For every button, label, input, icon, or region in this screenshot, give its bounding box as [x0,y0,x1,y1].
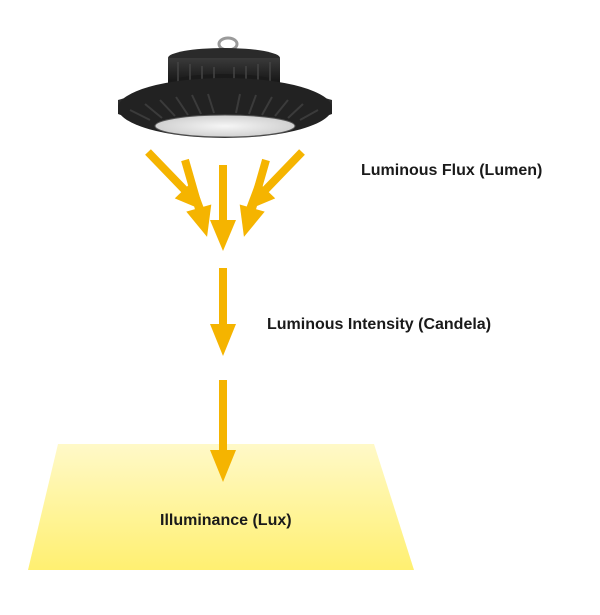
luminous-intensity-arrow [210,268,236,356]
highbay-lamp-icon [118,36,332,138]
flux-arrow [181,158,212,237]
illuminance-arrow [210,380,236,482]
flux-arrow [210,165,236,251]
illuminance-label: Illuminance (Lux) [160,512,292,529]
luminous-flux-label: Luminous Flux (Lumen) [361,162,543,179]
luminous-intensity-label: Luminous Intensity (Candela) [267,316,492,333]
illuminated-surface [28,444,414,570]
flux-arrow [245,149,305,211]
luminous-flux-arrows [145,149,305,251]
